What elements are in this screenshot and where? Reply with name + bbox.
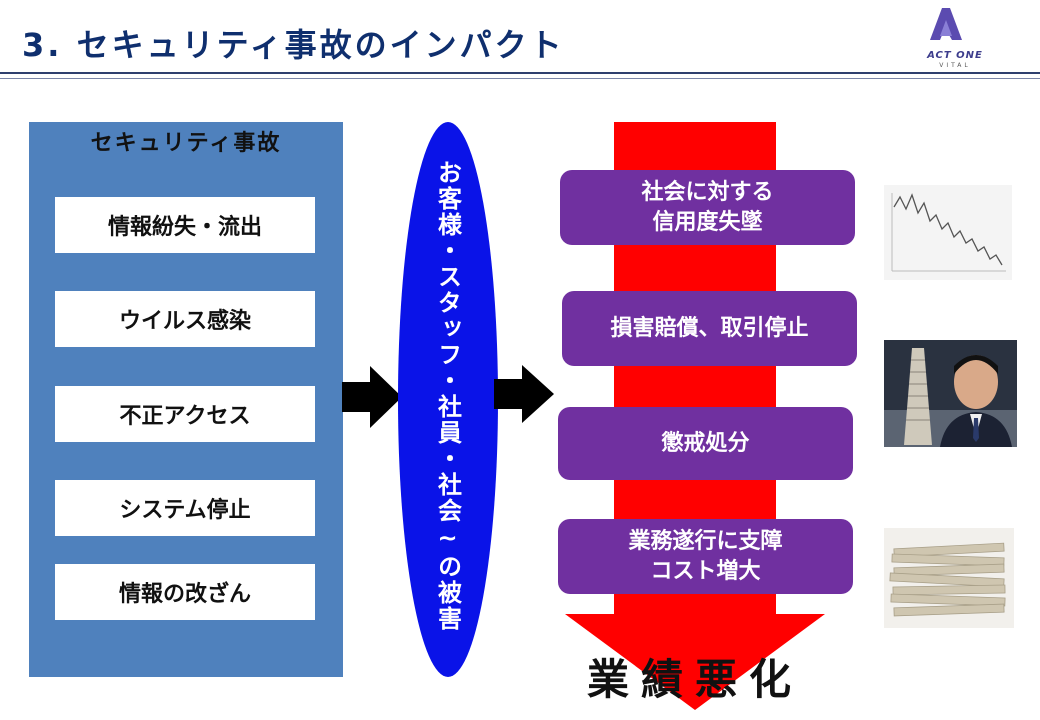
damage-oval bbox=[398, 122, 498, 677]
logo-text: ACT ONE bbox=[927, 50, 983, 61]
right-arrow-icon bbox=[494, 365, 554, 423]
result-label: 業績悪化 bbox=[586, 655, 803, 704]
security-incident-title: セキュリティ事故 bbox=[90, 131, 282, 156]
act-one-logo-icon bbox=[930, 8, 962, 40]
header-divider-thin bbox=[0, 78, 1040, 79]
damage-oval-text: お客様・スタッフ・社員・社会~の被害 bbox=[433, 160, 462, 632]
incident-item: システム停止 bbox=[55, 480, 315, 536]
worried-businessman-image bbox=[884, 340, 1017, 447]
page-title: 3. セキュリティ事故のインパクト bbox=[22, 26, 565, 64]
incident-item: 情報の改ざん bbox=[55, 564, 315, 620]
incident-item: 不正アクセス bbox=[55, 386, 315, 442]
header-divider bbox=[0, 72, 1040, 74]
incident-item: ウイルス感染 bbox=[55, 291, 315, 347]
impact-box: 懲戒処分 bbox=[558, 407, 853, 480]
right-arrow-icon bbox=[342, 366, 402, 428]
impact-box: 損害賠償、取引停止 bbox=[562, 291, 857, 366]
incident-item: 情報紛失・流出 bbox=[55, 197, 315, 253]
stacked-banknotes-image bbox=[884, 528, 1014, 628]
impact-box: 業務遂行に支障 コスト増大 bbox=[558, 519, 853, 594]
impact-box: 社会に対する 信用度失墜 bbox=[560, 170, 855, 245]
declining-chart-image bbox=[884, 185, 1012, 280]
logo-subtext: VITAL bbox=[939, 62, 971, 69]
